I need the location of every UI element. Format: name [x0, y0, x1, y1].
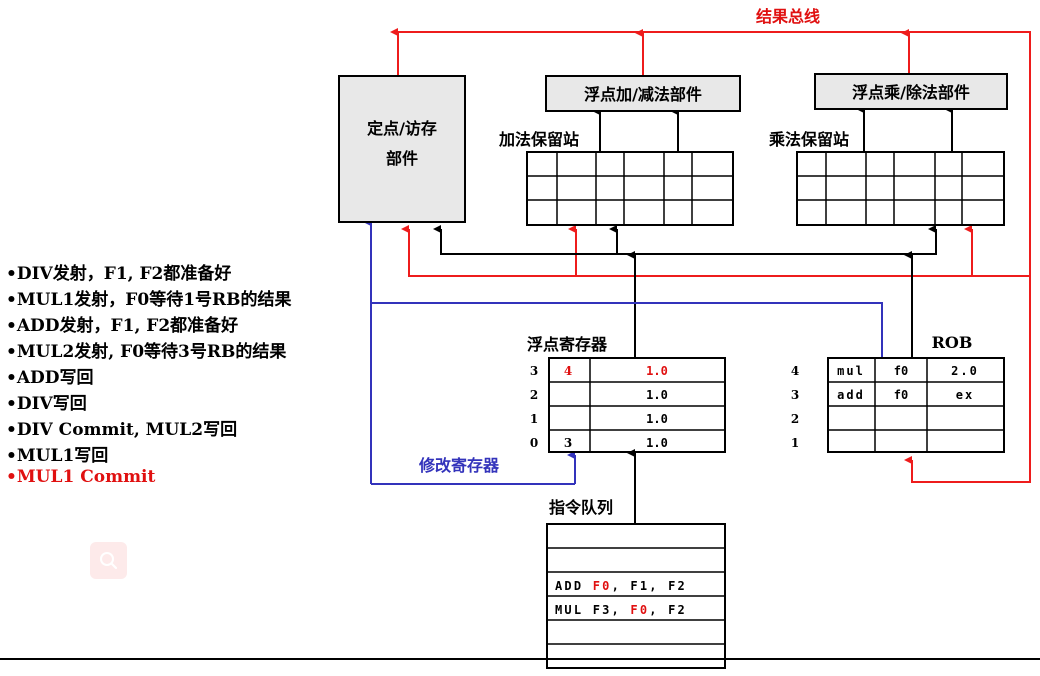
step-item: •DIV写回	[6, 394, 87, 414]
fp-add-unit-label: 浮点加/减法部件	[584, 85, 702, 104]
instruction-part: , F1, F2	[612, 579, 687, 593]
fp-register-value: 1.0	[646, 412, 668, 426]
instruction-part: MUL F3,	[555, 603, 630, 617]
step-item: •MUL1 Commit	[6, 467, 156, 487]
fp-mul-div-unit	[814, 73, 1008, 110]
fp-register-grid	[548, 357, 726, 453]
fp-register-value: 1.0	[646, 364, 668, 378]
step-item: •MUL1发射，F0等待1号RB的结果	[6, 290, 292, 310]
rob-value: ex	[956, 388, 974, 402]
step-item: •MUL2发射, F0等待3号RB的结果	[6, 342, 287, 362]
instruction-part: ADD	[555, 579, 593, 593]
rob-label: ROB	[932, 333, 973, 352]
fixed-unit-label-line1: 定点/访存	[366, 119, 437, 138]
add-reservation-station	[526, 151, 734, 226]
step-item: •MUL1写回	[6, 446, 109, 466]
fp-register-index: 0	[530, 436, 538, 450]
rob-op: add	[837, 388, 865, 402]
rob-rows: 4 mul f0 2.0 3 add f0 ex 2 1	[791, 364, 979, 450]
result-bus-bottom	[401, 225, 1030, 277]
step-item: •DIV发射，F1, F2都准备好	[6, 264, 232, 284]
fp-register-tag: 4	[564, 364, 572, 378]
modify-registers-label: 修改寄存器	[418, 456, 500, 475]
fp-register-index: 2	[530, 388, 538, 402]
instruction-text: ADD F0, F1, F2	[555, 579, 687, 593]
step-item: •ADD写回	[6, 368, 94, 388]
rob-grid	[827, 357, 1005, 453]
fp-register-rows: 3 4 1.0 2 1.0 1 1.0 0 3 1.0	[530, 364, 668, 450]
fp-register-index: 3	[530, 364, 538, 378]
fp-registers-label: 浮点寄存器	[527, 335, 608, 354]
search-button[interactable]	[90, 542, 127, 579]
mul-reservation-station	[796, 151, 1005, 226]
rob-op: mul	[837, 364, 865, 378]
add-rs-label: 加法保留站	[498, 130, 579, 149]
step-item: •ADD发射，F1, F2都准备好	[6, 316, 239, 336]
rob-dest: f0	[894, 364, 908, 378]
result-bus-label: 结果总线	[755, 7, 820, 26]
rob-index: 2	[791, 412, 799, 426]
rob-value: 2.0	[951, 364, 979, 378]
step-item: •DIV Commit, MUL2写回	[6, 420, 238, 440]
fixed-unit-label-line2: 部件	[386, 149, 418, 168]
fp-register-value: 1.0	[646, 436, 668, 450]
rob-index: 3	[791, 388, 799, 402]
fixed-point-memory-unit	[338, 75, 466, 223]
fp-register-tag: 3	[564, 436, 572, 450]
instruction-queue-label: 指令队列	[549, 498, 613, 517]
fp-register-index: 1	[530, 412, 538, 426]
mul-rs-label: 乘法保留站	[768, 130, 849, 149]
rob-index: 1	[791, 436, 799, 450]
instruction-part: F0	[630, 603, 649, 617]
operand-bus	[433, 105, 953, 524]
rob-index: 4	[791, 364, 799, 378]
result-bus-top	[390, 28, 1031, 483]
fp-register-value: 1.0	[646, 388, 668, 402]
instruction-text: MUL F3, F0, F2	[555, 603, 687, 617]
instruction-queue-grid	[546, 523, 726, 669]
search-icon	[100, 552, 118, 570]
blue-paths	[363, 218, 883, 485]
rob-dest: f0	[894, 388, 908, 402]
instruction-part: , F2	[649, 603, 687, 617]
fp-mul-unit-label: 浮点乘/除法部件	[852, 83, 970, 102]
instruction-part: F0	[593, 579, 612, 593]
bottom-divider	[0, 658, 1040, 660]
fp-add-sub-unit	[545, 75, 741, 112]
